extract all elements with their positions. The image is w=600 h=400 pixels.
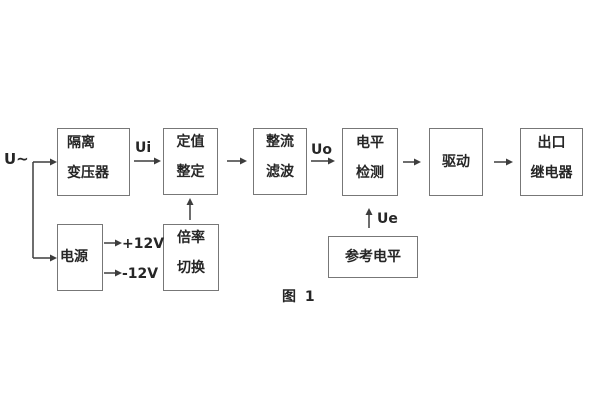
- block-reference-level: 参考电平: [328, 236, 418, 278]
- wire-driver-to-relay: [494, 158, 513, 166]
- label-minus-12v: -12V: [122, 266, 159, 282]
- block-label: 参考电平: [345, 248, 401, 265]
- block-label: 滤波: [266, 164, 294, 180]
- block-label: 整定: [176, 164, 205, 180]
- block-rectifier-filter: 整流 滤波: [253, 128, 307, 195]
- block-driver: 驱动: [429, 128, 483, 196]
- wire-reference-to-level: [365, 208, 373, 228]
- block-label: 定值: [176, 134, 205, 150]
- label-plus-12v: +12V: [122, 236, 165, 252]
- wire-input-to-power-supply: [33, 254, 57, 262]
- wire-power-minus12: [104, 269, 122, 277]
- block-label: 隔离: [67, 134, 95, 151]
- block-label: 变压器: [67, 164, 109, 181]
- block-output-relay: 出口 继电器: [520, 128, 583, 196]
- block-power-supply: 电源: [57, 224, 103, 291]
- block-label: 倍率: [177, 230, 205, 246]
- block-label: 继电器: [530, 164, 573, 181]
- block-label: 电平: [356, 134, 384, 151]
- block-label: 电源: [60, 249, 88, 265]
- wire-level-to-driver: [403, 158, 421, 166]
- figure-caption: 图 1: [282, 289, 317, 305]
- label-input-voltage: U~: [4, 150, 29, 168]
- block-label: 检测: [356, 164, 384, 181]
- block-label: 出口: [537, 134, 566, 151]
- block-label: 驱动: [442, 153, 470, 170]
- wire-rectifier-to-level: [311, 157, 335, 165]
- label-ue: Ue: [377, 211, 398, 227]
- wire-ratio-to-setpoint: [186, 198, 194, 220]
- block-level-detection: 电平 检测: [342, 128, 398, 196]
- label-ui: Ui: [135, 140, 152, 156]
- wire-power-plus12: [104, 239, 122, 247]
- wire-setpoint-to-rectifier: [227, 157, 247, 165]
- wire-input-to-transformer: [33, 158, 57, 166]
- label-uo: Uo: [311, 142, 332, 158]
- block-setpoint-adjustment: 定值 整定: [163, 128, 218, 195]
- wire-transformer-to-setpoint: [134, 157, 161, 165]
- block-label: 切换: [177, 260, 205, 276]
- block-ratio-switch: 倍率 切换: [163, 224, 219, 291]
- block-label: 整流: [266, 134, 294, 150]
- block-isolation-transformer: 隔离 变压器: [57, 128, 130, 196]
